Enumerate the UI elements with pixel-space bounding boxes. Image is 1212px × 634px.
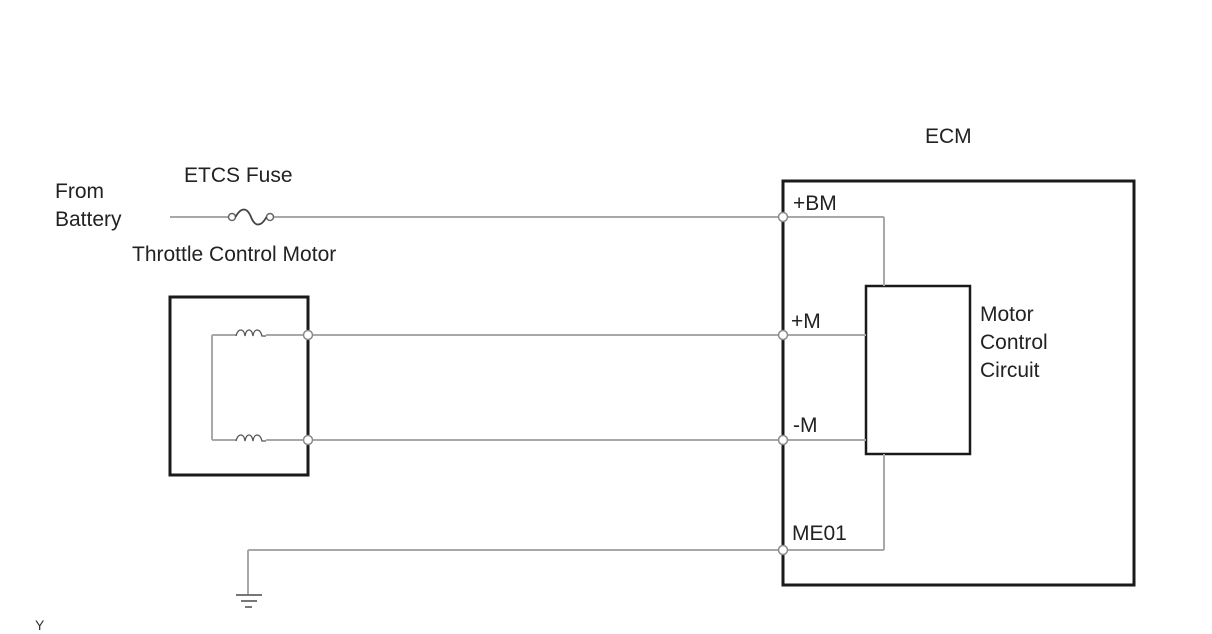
pin-bm-label: +BM [793,192,837,215]
throttle-motor-label: Throttle Control Motor [132,243,336,266]
pin-me01-label: ME01 [792,522,847,545]
pin-plus-m-label: +M [791,310,821,333]
terminal-plus-m [777,329,789,341]
etcs-fuse-label: ETCS Fuse [184,164,293,187]
motor-control-circuit-box [864,284,972,456]
pin-minus-m-label: -M [793,414,818,437]
motor-control-label-1: Motor [980,303,1034,326]
terminal-bm [777,211,789,223]
ecm-label: ECM [925,125,972,148]
battery-label: Battery [55,208,122,231]
motor-control-label-3: Circuit [980,359,1040,382]
terminal-motor-minus [302,434,314,446]
from-label: From [55,180,104,203]
terminal-minus-m [777,434,789,446]
throttle-motor-box [168,295,310,477]
terminal-me01 [777,544,789,556]
fuse-symbol [227,208,275,226]
motor-coil-lower-icon [235,434,266,442]
terminal-motor-plus [302,329,314,341]
motor-control-label-2: Control [980,331,1048,354]
motor-coil-upper-icon [235,329,266,337]
ground-icon [236,594,262,608]
corner-mark: Y [35,617,45,633]
